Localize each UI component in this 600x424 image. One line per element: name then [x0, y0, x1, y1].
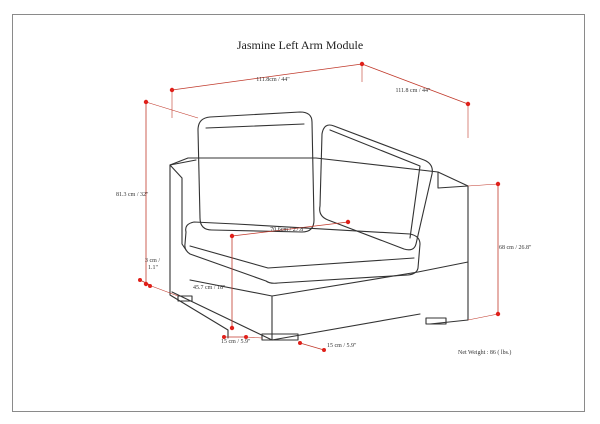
back-frame — [169, 157, 469, 325]
dim-height-guide-top — [145, 101, 199, 119]
label-depth: 111.8 cm / 44" — [395, 88, 431, 94]
leg-back-left — [177, 295, 193, 302]
dim-leg-front-right-line — [299, 342, 325, 351]
leg-front-right — [425, 317, 447, 325]
dimension-labels: 111.8cm / 44" 111.8 cm / 44" 81.3 cm / 3… — [116, 77, 532, 356]
dot-arm-height-bottom — [495, 311, 501, 317]
label-seat-depth: 70.6cm / 27.8" — [270, 227, 306, 233]
back-cushion-right — [319, 124, 433, 251]
dim-leg-guide — [245, 336, 263, 339]
label-seat-height: 45.7 cm / 18" — [193, 285, 226, 291]
label-width: 111.8cm / 44" — [256, 77, 290, 83]
seat-cushion — [184, 221, 421, 284]
label-leg-height-2: 1.1" — [148, 265, 159, 271]
dot-leg-left-b — [244, 335, 248, 339]
page-border — [12, 14, 585, 412]
dot-height-bottom — [143, 281, 149, 287]
dim-width-line — [171, 63, 363, 91]
dot-width-left — [169, 87, 175, 93]
diagram-title: Jasmine Left Arm Module — [237, 38, 363, 52]
back-cushion-right-edge — [329, 129, 421, 239]
leg-front — [261, 333, 299, 341]
label-arm-height: 68 cm / 26.8" — [499, 245, 532, 251]
dot-leg-height-top — [138, 278, 142, 282]
dot-height-top — [143, 99, 149, 105]
dim-arm-guide-bottom — [467, 313, 499, 321]
dot-seat-depth-right — [345, 219, 351, 225]
label-leg-front-right: 15 cm / 5.9" — [327, 343, 357, 349]
left-arm — [169, 159, 229, 339]
dot-leg-height-bottom — [148, 284, 152, 288]
label-leg-height-1: 3 cm / — [145, 258, 160, 264]
dim-seat-depth-line — [231, 221, 349, 237]
right-side-face — [437, 171, 469, 189]
dot-seat-height-bottom — [229, 325, 235, 331]
dim-arm-guide-top — [467, 183, 499, 187]
base-lower-left — [171, 291, 273, 341]
dot-width-right — [359, 61, 365, 67]
dot-arm-height-top — [495, 181, 501, 187]
back-cushion-left — [197, 111, 315, 233]
dimension-dots — [138, 61, 501, 352]
label-total-height: 81.3 cm / 32" — [116, 192, 149, 198]
dot-depth-right — [465, 101, 471, 107]
label-leg-front-left: 15 cm / 5.9" — [221, 339, 251, 345]
sofa-drawing — [169, 111, 469, 341]
dot-leg-right-b — [322, 348, 326, 352]
dot-leg-right-a — [298, 341, 302, 345]
seat-cushion-top-edge — [189, 245, 415, 269]
back-cushion-left-edge — [205, 123, 305, 129]
net-weight: Net Weight : 86 ( lbs.) — [458, 349, 511, 356]
dot-seat-depth-left — [229, 233, 235, 239]
dim-depth-line — [361, 63, 469, 105]
dot-leg-left-a — [222, 335, 226, 339]
dimension-lines — [139, 63, 499, 351]
